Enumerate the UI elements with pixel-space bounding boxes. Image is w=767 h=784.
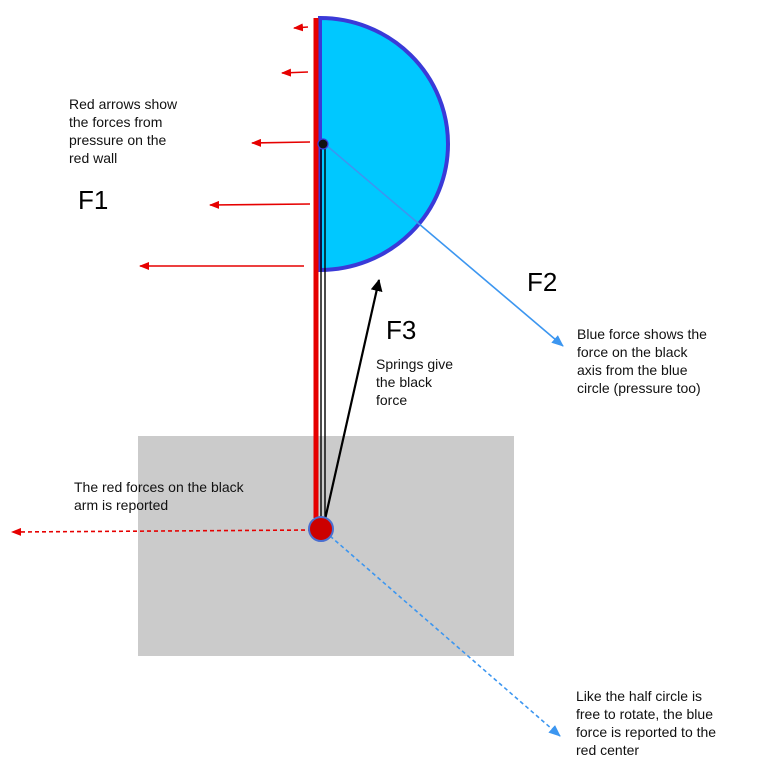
red-pressure-arrows [139,23,311,270]
black-spring-force-arrow [322,279,383,525]
red-center-pivot [308,516,334,542]
red-arrow-4 [209,200,311,209]
blue-force-arrow [325,144,564,347]
note-red-arrows: Red arrows show the forces from pressure… [69,96,181,166]
red-arrow-1 [293,23,309,32]
f3-label: F3 [386,315,416,345]
blue-half-circle [318,15,450,273]
f2-label: F2 [527,267,557,297]
note-blue-force: Blue force shows the force on the black … [577,326,711,396]
black-axis-point [317,138,329,150]
note-springs: Springs give the black force [376,356,457,408]
f1-label: F1 [78,185,108,215]
note-blue-reported: Like the half circle is free to rotate, … [576,688,720,758]
blue-reported-force-arrow [329,535,561,737]
red-arrow-3 [251,138,311,147]
red-arrow-2 [281,68,309,77]
gray-base-block [138,436,514,656]
note-red-reported: The red forces on the black arm is repor… [74,479,248,513]
red-reported-force-arrow [11,527,313,536]
